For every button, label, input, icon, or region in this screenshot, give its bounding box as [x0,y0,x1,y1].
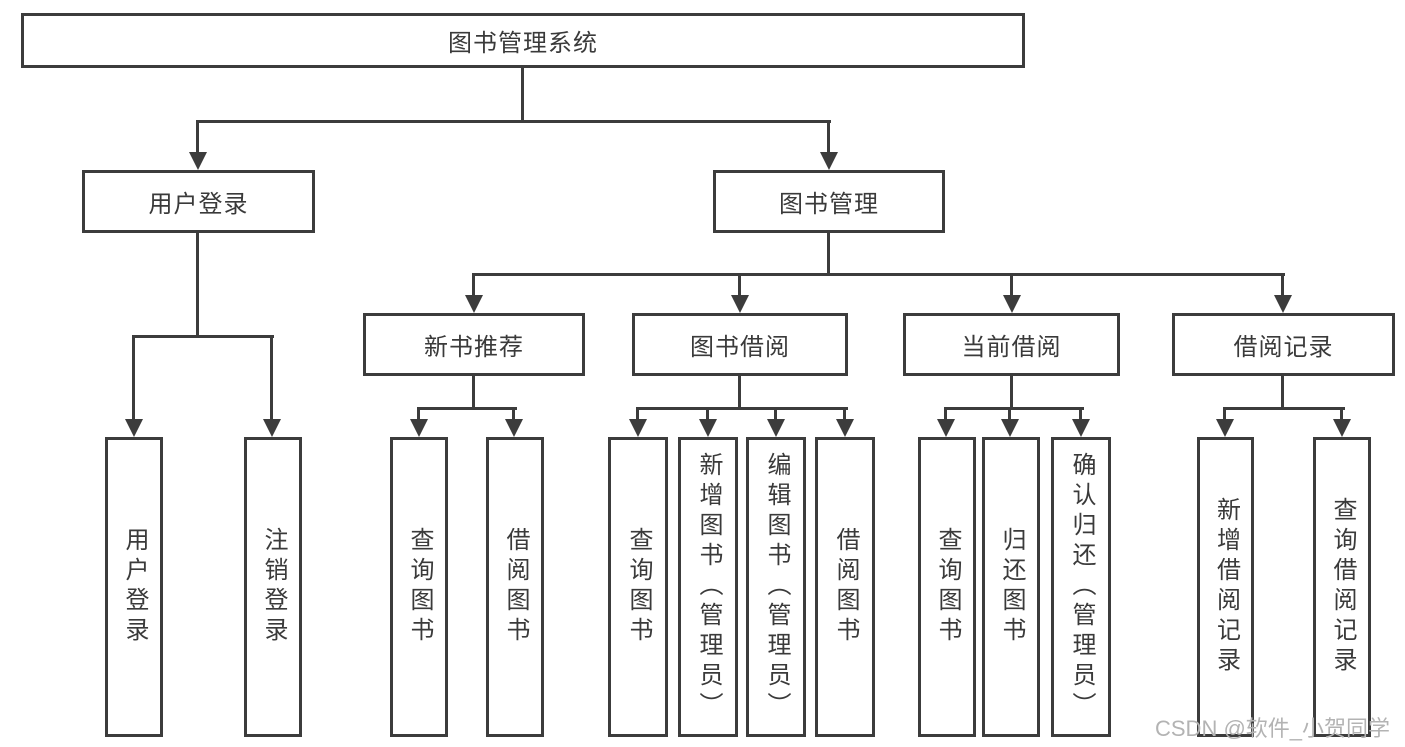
leaf-query-books-3-label: 查询图书 [934,527,961,647]
leaf-logout: 注销登录 [244,437,302,737]
leaf-add-books-admin: 新增图书（管理员） [678,437,738,737]
connector-user-login-stem [196,233,199,335]
connector-root-stem [521,68,524,121]
arrow-to-current-borrowing [1003,273,1021,313]
arrow-to-leaf-query-borrow-record [1333,407,1351,437]
arrow-to-book-management [820,120,838,170]
arrow-to-borrow-records [1274,273,1292,313]
connector-current-borrowing-rail [944,407,1084,410]
leaf-add-borrow-record: 新增借阅记录 [1197,437,1254,737]
leaf-user-login-label: 用户登录 [121,527,148,647]
arrow-to-leaf-query-books-2 [629,407,647,437]
connector-current-borrowing-stem [1010,375,1013,409]
leaf-borrow-books-2-label: 借阅图书 [832,527,859,647]
connector-borrow-records-rail [1223,407,1345,410]
leaf-add-books-admin-label: 新增图书（管理员） [695,452,722,722]
connector-borrow-records-stem [1281,375,1284,409]
arrow-to-leaf-return-books [1001,407,1019,437]
leaf-return-books-label: 归还图书 [998,527,1025,647]
leaf-query-books-2: 查询图书 [608,437,668,737]
node-current-borrowing: 当前借阅 [903,313,1120,376]
leaf-confirm-return-admin: 确认归还（管理员） [1051,437,1111,737]
leaf-edit-books-admin-label: 编辑图书（管理员） [763,452,790,722]
arrow-to-leaf-add-books [699,407,717,437]
arrow-to-user-login [189,120,207,170]
node-current-borrowing-label: 当前借阅 [961,334,1062,361]
connector-book-borrowing-rail [636,407,848,410]
node-new-book-recommend-label: 新书推荐 [424,334,524,361]
leaf-borrow-books-2: 借阅图书 [815,437,875,737]
node-book-management-label: 图书管理 [779,191,879,218]
leaf-edit-books-admin: 编辑图书（管理员） [746,437,806,737]
node-book-borrowing-label: 图书借阅 [690,334,790,361]
node-library-system: 图书管理系统 [21,13,1025,68]
node-new-book-recommend: 新书推荐 [363,313,585,376]
connector-user-login-rail [132,335,274,338]
leaf-query-borrow-record: 查询借阅记录 [1313,437,1371,737]
arrow-to-leaf-query-books-3 [937,407,955,437]
leaf-query-books-1: 查询图书 [390,437,448,737]
connector-book-borrowing-stem [738,375,741,409]
node-book-borrowing: 图书借阅 [632,313,848,376]
node-borrow-records-label: 借阅记录 [1233,334,1334,361]
connector-book-management-rail [472,273,1285,276]
arrow-to-leaf-query-books-1 [410,407,428,437]
leaf-return-books: 归还图书 [982,437,1040,737]
leaf-add-borrow-record-label: 新增借阅记录 [1212,497,1240,677]
leaf-borrow-books-1-label: 借阅图书 [502,527,529,647]
arrow-to-leaf-user-login [125,335,143,437]
arrow-to-leaf-confirm-return [1072,407,1090,437]
node-user-login-label: 用户登录 [148,191,249,218]
leaf-query-books-2-label: 查询图书 [625,527,652,647]
arrow-to-leaf-edit-books [767,407,785,437]
leaf-logout-label: 注销登录 [260,527,287,647]
connector-new-book-stem [472,375,475,409]
arrow-to-book-borrowing [731,273,749,313]
connector-new-book-rail [417,407,517,410]
leaf-borrow-books-1: 借阅图书 [486,437,544,737]
watermark-text: CSDN @软件_小贺同学 [1155,716,1391,741]
arrow-to-leaf-add-borrow-record [1216,407,1234,437]
arrow-to-leaf-borrow-books-1 [505,407,523,437]
leaf-query-borrow-record-label: 查询借阅记录 [1329,497,1356,677]
connector-book-management-stem [827,233,830,273]
node-user-login: 用户登录 [82,170,315,233]
arrow-to-leaf-borrow-books-2 [836,407,854,437]
leaf-confirm-return-admin-label: 确认归还（管理员） [1068,452,1095,722]
arrow-to-leaf-logout [263,335,281,437]
node-library-system-label: 图书管理系统 [448,30,598,57]
arrow-to-new-book-recommend [465,273,483,313]
leaf-query-books-1-label: 查询图书 [406,527,433,647]
leaf-query-books-3: 查询图书 [918,437,976,737]
node-borrow-records: 借阅记录 [1172,313,1395,376]
connector-root-rail [197,120,831,123]
node-book-management: 图书管理 [713,170,945,233]
leaf-user-login: 用户登录 [105,437,163,737]
